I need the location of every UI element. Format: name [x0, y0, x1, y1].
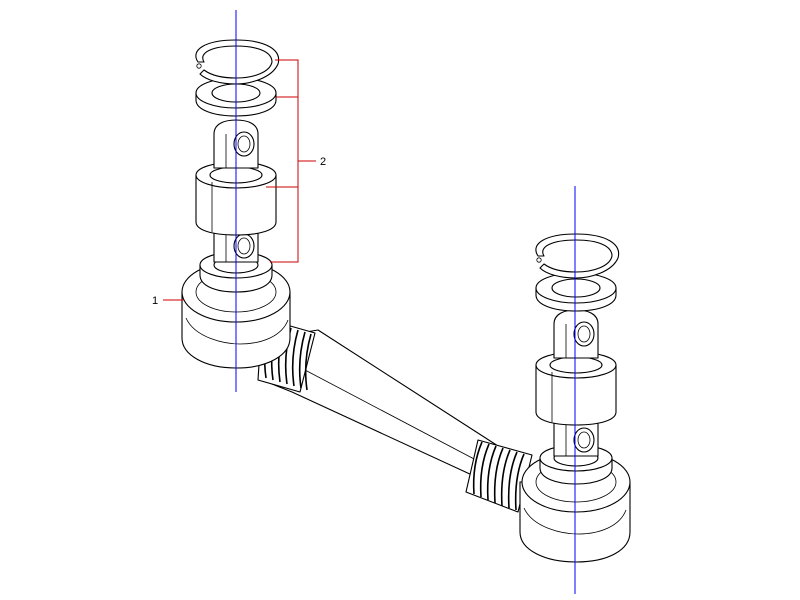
right-upper-eye [553, 309, 599, 359]
callout-2-leader [266, 59, 316, 263]
connecting-rod [257, 317, 533, 513]
right-exploded-stack [535, 233, 620, 485]
right-thread [465, 439, 533, 513]
callout-label-1: 1 [152, 295, 158, 307]
left-exploded-stack [195, 39, 280, 293]
right-circlip [535, 233, 620, 279]
left-circlip [195, 39, 280, 85]
callout-label-2: 2 [320, 156, 326, 168]
right-central-body [535, 351, 617, 426]
right-upper-washer [535, 272, 617, 312]
